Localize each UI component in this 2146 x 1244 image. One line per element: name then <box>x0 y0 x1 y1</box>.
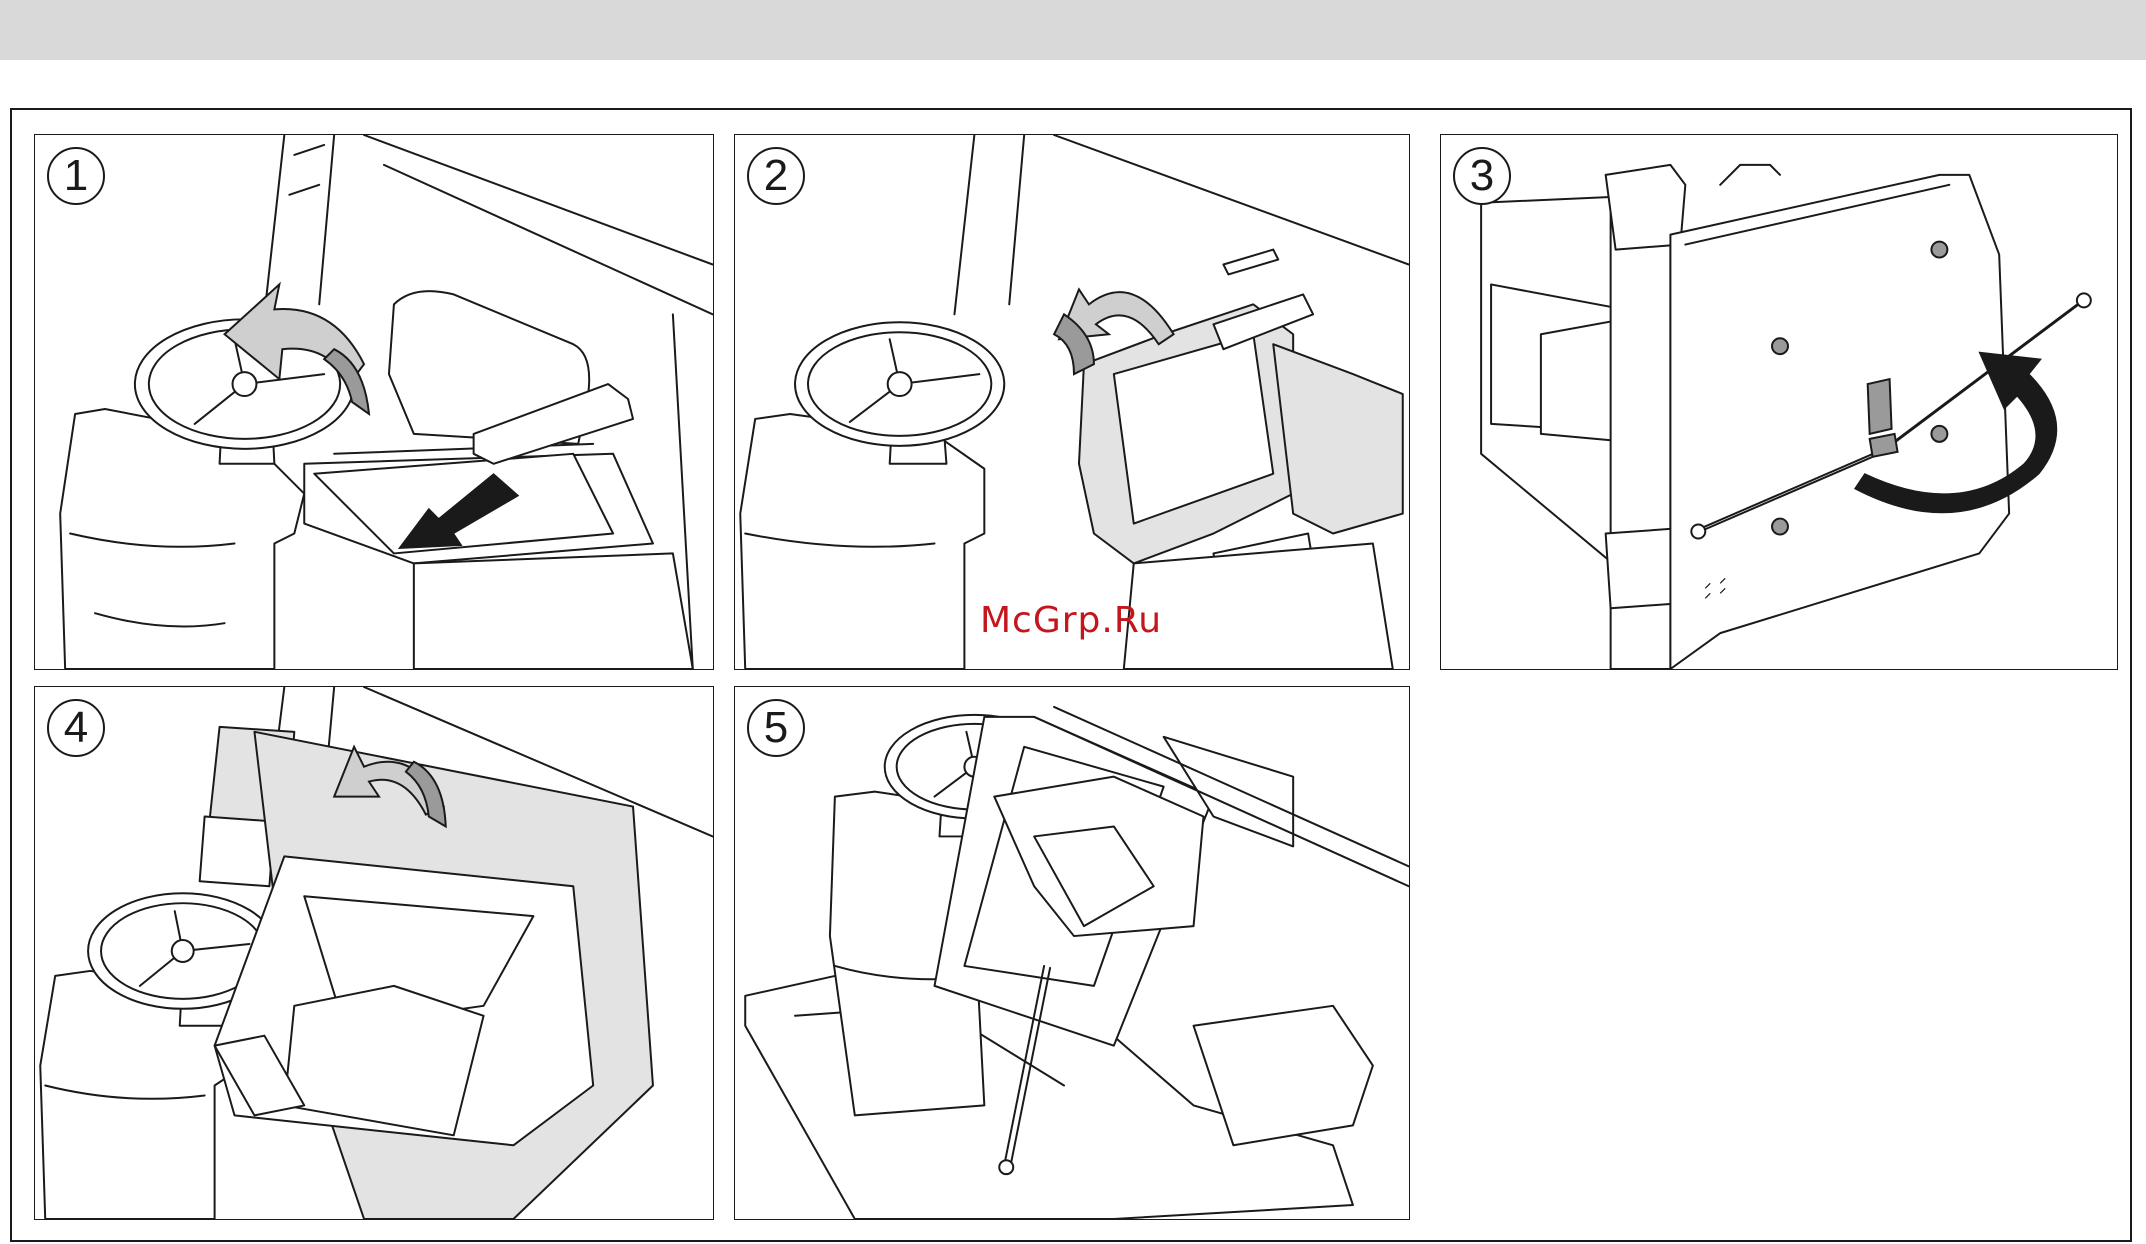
seat-raised-illustration <box>735 687 1409 1219</box>
step-panel-3: 3 <box>1440 134 2118 670</box>
header-band <box>0 0 2146 60</box>
step-panel-4: 4 <box>34 686 714 1220</box>
support-rod-illustration <box>1441 135 2117 669</box>
step-number-badge: 1 <box>47 147 105 205</box>
step-number-badge: 5 <box>747 699 805 757</box>
seat-lift-illustration <box>735 135 1409 669</box>
seat-fold-illustration <box>35 135 713 669</box>
step-panel-5: 5 <box>734 686 1410 1220</box>
step-panel-1: 1 <box>34 134 714 670</box>
watermark-text: McGrp.Ru <box>980 600 1162 641</box>
step-number-badge: 2 <box>747 147 805 205</box>
seat-tilt-illustration <box>35 687 713 1219</box>
step-number-badge: 3 <box>1453 147 1511 205</box>
step-panel-2: 2 <box>734 134 1410 670</box>
step-number-badge: 4 <box>47 699 105 757</box>
